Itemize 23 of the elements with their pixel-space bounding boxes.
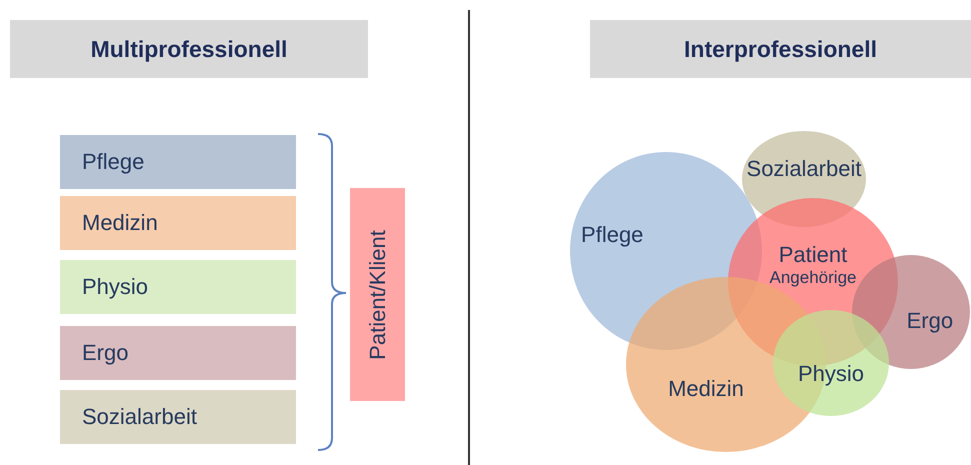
circle-label: Patient bbox=[778, 242, 848, 268]
profession-box bbox=[60, 196, 296, 250]
heading-text: Multiprofessionell bbox=[90, 36, 288, 62]
patient-box bbox=[350, 188, 405, 401]
profession-box bbox=[60, 135, 296, 189]
circle-label: Physio bbox=[798, 360, 864, 387]
circle-label: Ergo bbox=[906, 308, 954, 334]
heading-box bbox=[590, 20, 971, 78]
circle-sublabel: Angehörige bbox=[770, 268, 856, 288]
heading-box bbox=[10, 20, 368, 78]
circle-label: Sozialarbeit bbox=[746, 156, 862, 182]
box-label: Physio bbox=[82, 274, 148, 300]
circle-label: Pflege bbox=[581, 222, 644, 248]
box-label: Ergo bbox=[82, 340, 128, 366]
circle-label: Medizin bbox=[668, 376, 744, 402]
box-label: Medizin bbox=[82, 210, 158, 236]
box-label: Sozialarbeit bbox=[82, 404, 197, 430]
box-label: Patient/Klient bbox=[364, 230, 390, 360]
profession-box bbox=[60, 326, 296, 380]
profession-box bbox=[60, 260, 296, 314]
profession-box bbox=[60, 390, 296, 444]
box-label: Pflege bbox=[82, 149, 144, 175]
heading-text: Interprofessionell bbox=[684, 36, 877, 62]
